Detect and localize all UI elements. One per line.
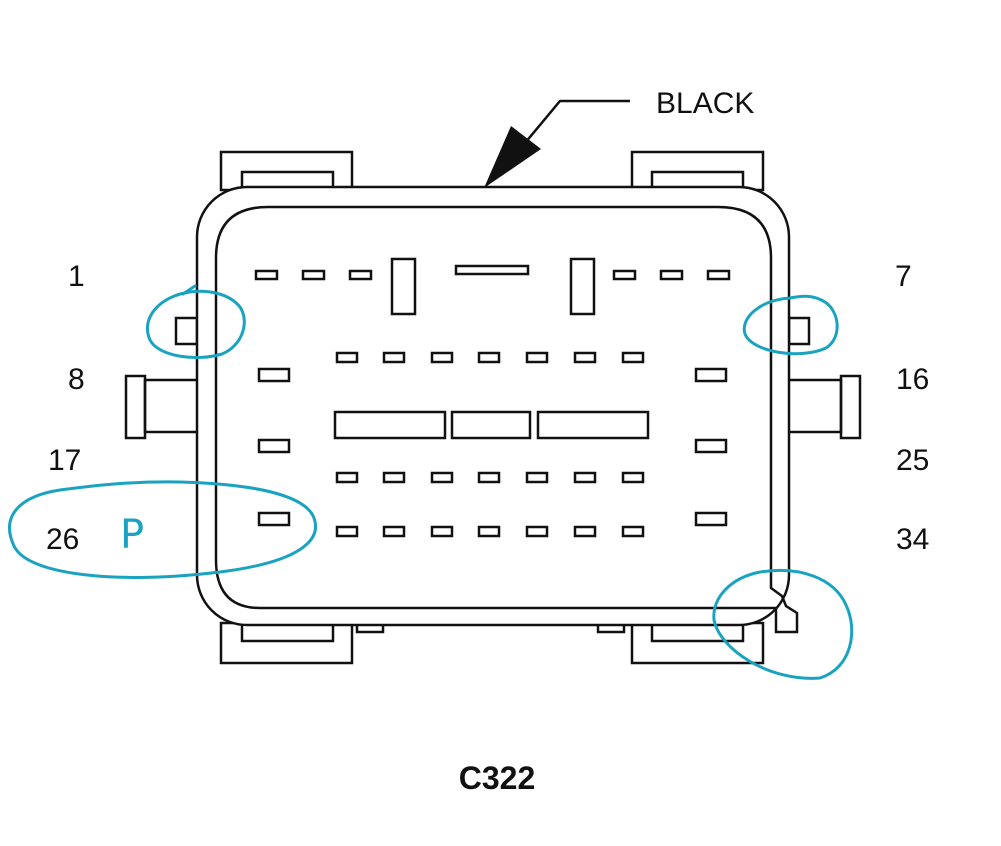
pin-label: 8 — [68, 363, 85, 396]
connector-body — [124, 150, 862, 665]
cavity — [348, 269, 373, 281]
circle-pin-26 — [8, 480, 317, 579]
cavity — [694, 438, 728, 454]
pin-label: 1 — [68, 260, 85, 293]
ear-right — [789, 378, 843, 434]
power-cavities — [257, 410, 728, 454]
cavity — [573, 351, 597, 364]
cavity — [706, 269, 731, 281]
key-left — [174, 316, 199, 346]
cavity-wide — [454, 264, 530, 276]
cavity — [335, 525, 359, 538]
pin-label: 34 — [896, 523, 929, 556]
cavity — [257, 367, 291, 383]
color-callout: BLACK — [484, 87, 754, 188]
body-inner — [214, 205, 799, 634]
pin-label: 7 — [895, 260, 912, 293]
circle-left-key — [145, 289, 246, 360]
key-right — [787, 316, 811, 346]
ear-right-cap — [839, 374, 862, 440]
cavity — [430, 471, 454, 484]
cavity — [621, 471, 645, 484]
cavity — [335, 351, 359, 364]
cavity — [257, 511, 291, 527]
cavity — [621, 525, 645, 538]
color-label: BLACK — [656, 87, 754, 120]
circle-keyway — [712, 568, 854, 680]
pin-label: 17 — [48, 444, 81, 477]
cavity — [694, 367, 728, 383]
cavity — [335, 471, 359, 484]
cavity — [525, 351, 549, 364]
cavity-tall — [569, 257, 596, 316]
cavity — [659, 269, 684, 281]
cavity — [257, 438, 291, 454]
tick-mark — [181, 284, 197, 296]
cavity — [254, 269, 279, 281]
ear-left-cap — [124, 374, 147, 440]
cavity — [573, 525, 597, 538]
cavity — [694, 511, 728, 527]
circle-right-key — [742, 294, 839, 356]
cavity-power — [333, 410, 447, 440]
cavity — [477, 525, 501, 538]
cavity — [430, 525, 454, 538]
cavity-power — [450, 410, 532, 440]
connector-name: C322 — [459, 760, 536, 796]
cavity — [382, 525, 406, 538]
cavity-tall — [390, 257, 417, 316]
cavity — [382, 471, 406, 484]
pin-labels-right: 7 16 25 34 — [895, 260, 929, 556]
cavity — [612, 269, 637, 281]
row-2-cavities — [257, 351, 728, 383]
callout-arrowhead — [484, 126, 541, 188]
cavity — [621, 351, 645, 364]
pin-label: 25 — [896, 444, 929, 477]
cavity — [430, 351, 454, 364]
pin-label: 16 — [896, 363, 929, 396]
cavity — [525, 471, 549, 484]
body-outer — [195, 185, 791, 627]
row-3-cavities — [335, 471, 645, 484]
cavity — [477, 351, 501, 364]
handwritten-mark: P — [120, 512, 144, 558]
row-1-cavities — [254, 257, 731, 316]
pin-labels-left: 1 8 17 26 — [46, 260, 85, 556]
cavity-power — [536, 410, 650, 440]
cavity — [573, 471, 597, 484]
row-4-cavities — [257, 511, 728, 538]
ear-left — [143, 378, 197, 434]
cavity — [382, 351, 406, 364]
cavity — [525, 525, 549, 538]
cavity — [477, 471, 501, 484]
pin-label: 26 — [46, 523, 79, 556]
handwritten-annotations: P — [8, 284, 854, 680]
cavity — [301, 269, 326, 281]
